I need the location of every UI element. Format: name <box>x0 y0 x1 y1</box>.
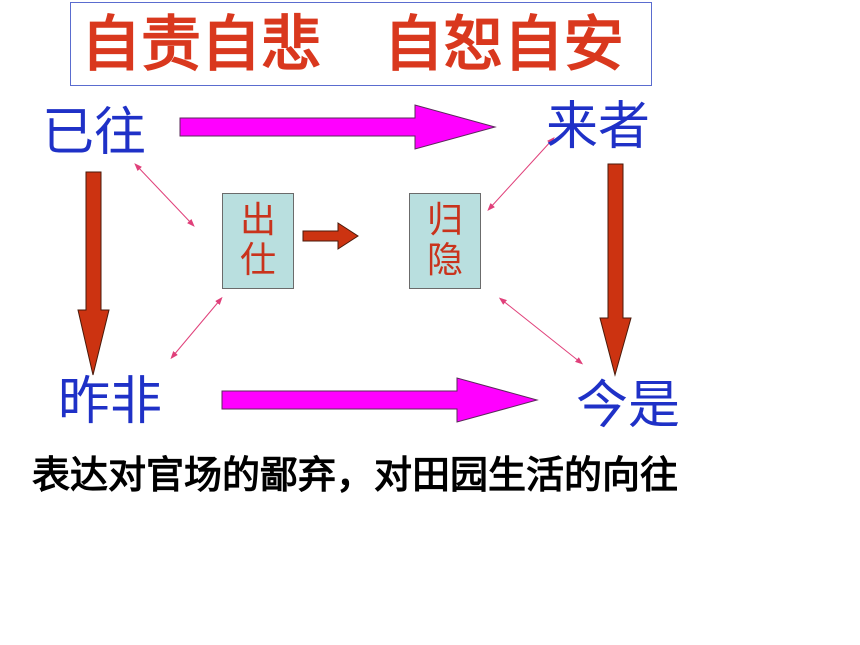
arrow-bottom-right <box>221 377 539 423</box>
arrow-middle <box>302 222 359 250</box>
box-retire: 归隐 <box>409 193 481 289</box>
label-yesterday-wrong: 昨非 <box>58 372 163 432</box>
connector-bottom-left <box>170 296 223 360</box>
connector-bottom-right <box>498 297 584 365</box>
connector-top-left <box>134 163 195 227</box>
arrow-top-right <box>179 104 497 150</box>
box-take-office: 出仕 <box>222 193 294 289</box>
page-title: 自责自悲 自恕自安 <box>81 10 624 80</box>
arrow-right-down <box>599 163 632 377</box>
box-retire-text: 归隐 <box>426 200 463 281</box>
label-today-right: 今是 <box>576 376 681 436</box>
arrow-left-down <box>77 171 110 376</box>
label-future: 来者 <box>546 97 651 157</box>
title-box: 自责自悲 自恕自安 <box>70 2 652 86</box>
box-take-office-text: 出仕 <box>239 200 276 281</box>
connector-top-right <box>487 137 555 211</box>
conclusion-text: 表达对官场的鄙弃，对田园生活的向往 <box>32 453 679 497</box>
label-past: 已往 <box>42 103 147 163</box>
